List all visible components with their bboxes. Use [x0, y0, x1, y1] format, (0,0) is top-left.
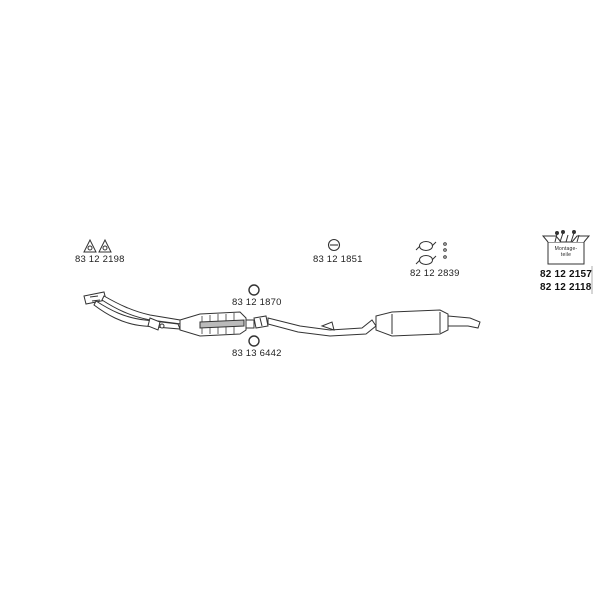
front-pipe [83, 291, 182, 331]
rubber-hanger-icon [415, 241, 447, 265]
part-number-mounting-kit-2: 82 12 2118 [540, 282, 592, 293]
triangular-gasket-icon [83, 238, 112, 253]
clamp-icon [327, 238, 341, 252]
mounting-kit-box-icon [541, 230, 591, 265]
part-number-ring-lower: 83 13 6442 [232, 348, 282, 359]
mounting-kit-box-text: Montage- teile [551, 246, 581, 258]
mounting-kit-box-text-line1: Montage- [554, 246, 578, 252]
part-number-rubber-hangers: 82 12 2839 [410, 268, 460, 279]
catalytic-converter [179, 311, 255, 337]
part-number-hanger-clamp: 83 12 1851 [313, 254, 363, 265]
ring-gasket-icon [248, 284, 260, 347]
intermediate-pipe [253, 315, 377, 337]
part-number-ring-upper: 83 12 1870 [232, 297, 282, 308]
part-number-mounting-kit-1: 82 12 2157 [540, 269, 593, 280]
mounting-kit-box-text-line2: teile [560, 252, 572, 258]
part-number-flange-gasket: 83 12 2198 [75, 254, 125, 265]
rear-silencer [375, 309, 481, 337]
